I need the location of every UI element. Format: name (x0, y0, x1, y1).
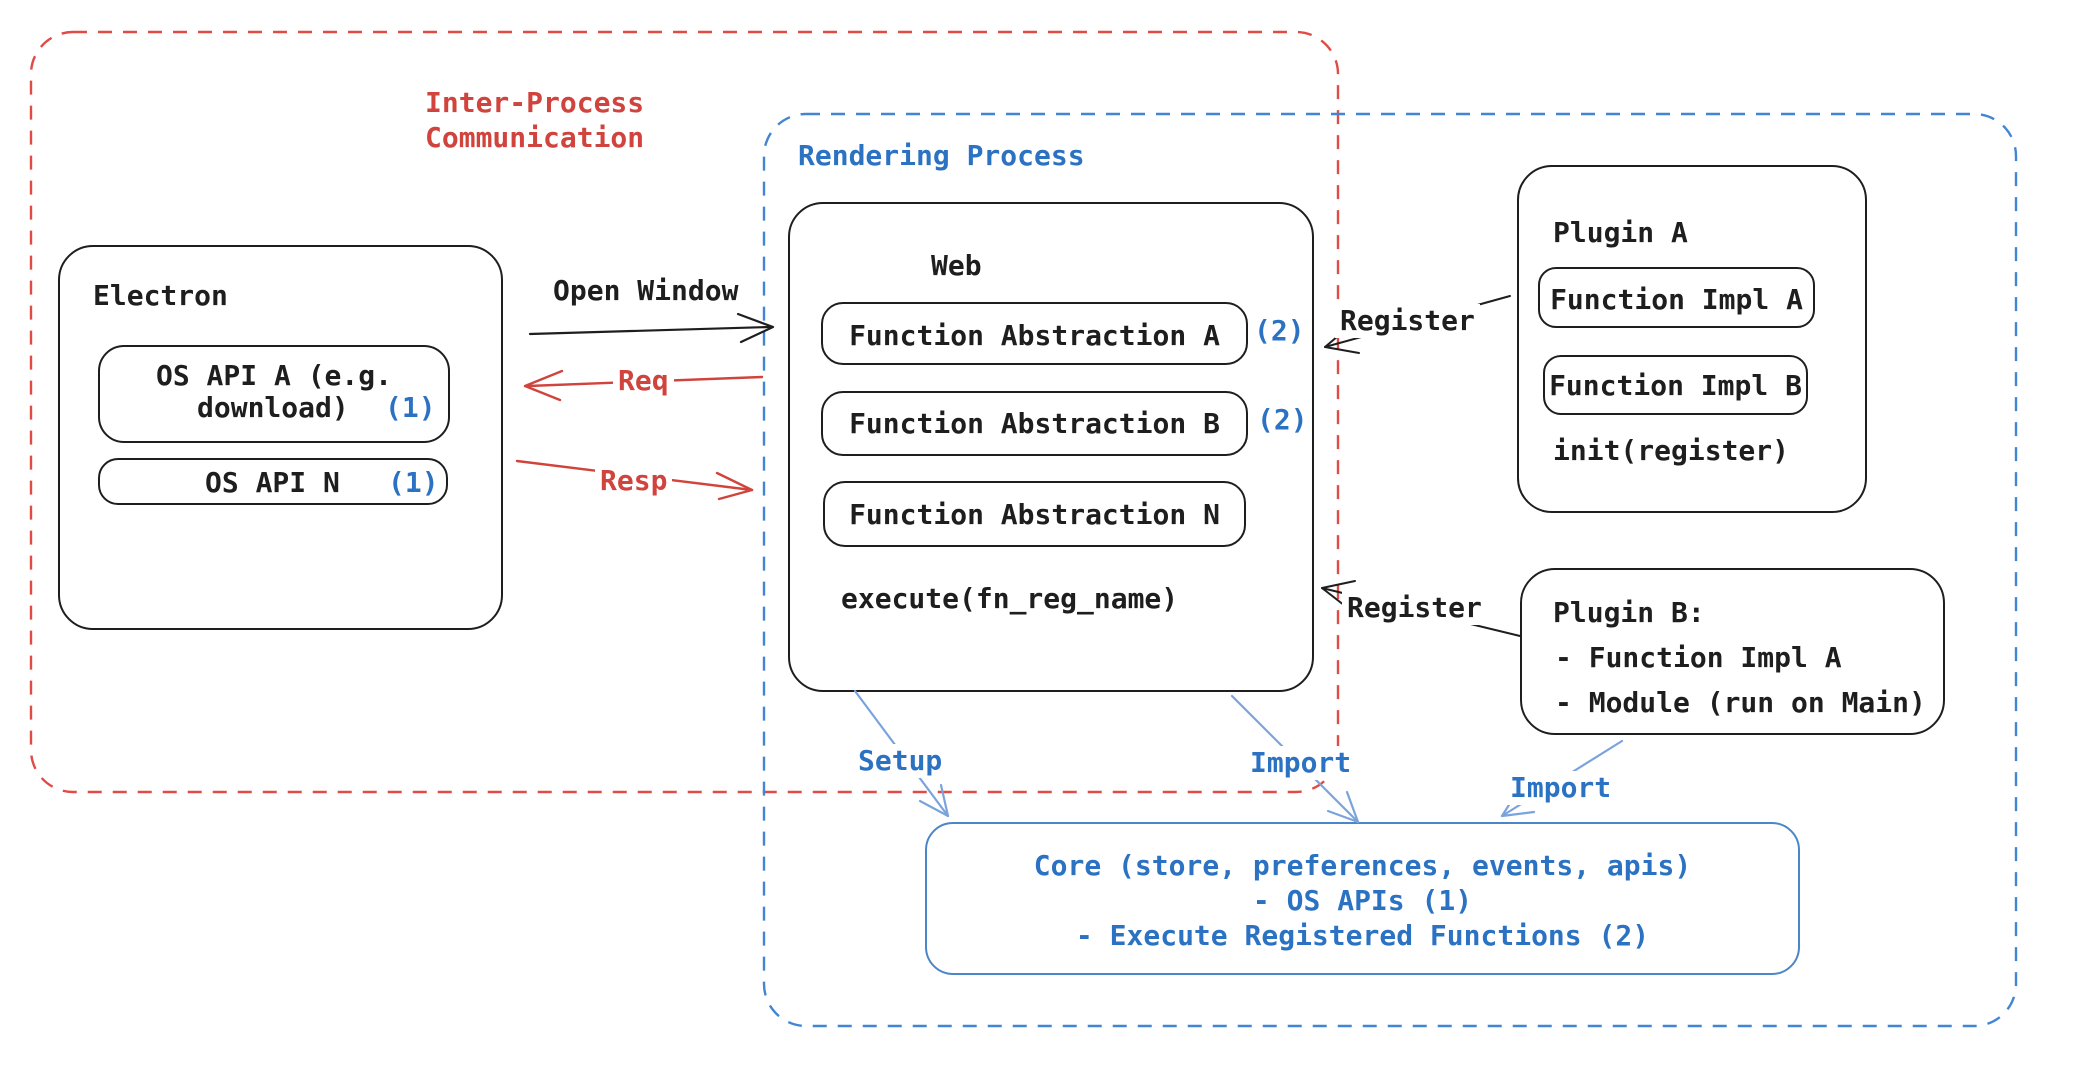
plugin-b-item-1: - Function Impl A (1555, 641, 1842, 674)
fn-abstraction-a-ref-badge: (2) (1254, 314, 1305, 347)
ipc-region-title-line2: Communication (425, 121, 645, 154)
core-line-1: Core (store, preferences, events, apis) (1033, 849, 1692, 882)
os-api-a-ref-badge: (1) (385, 391, 436, 424)
fn-abstraction-b-ref-badge: (2) (1257, 403, 1308, 436)
open-window-label: Open Window (553, 274, 739, 307)
os-api-a-label-line2: download) (197, 391, 349, 424)
core-line-2: - OS APIs (1) (1252, 884, 1473, 917)
os-api-a-label-line1: OS API A (e.g. (155, 359, 392, 392)
fn-abstraction-b-label: Function Abstraction B (849, 407, 1220, 440)
plugin-b-item-2: - Module (run on Main) (1555, 686, 1926, 719)
import-right-label: Import (1505, 771, 1617, 805)
import-mid-label: Import (1245, 746, 1357, 780)
fn-impl-a-label: Function Impl A (1550, 283, 1803, 316)
fn-abstraction-a-label: Function Abstraction A (849, 319, 1220, 352)
req-label: Req (613, 364, 674, 398)
core-box-text: Core (store, preferences, events, apis) … (925, 848, 1800, 953)
fn-impl-b-label: Function Impl B (1549, 369, 1802, 402)
register-bottom-label: Register (1342, 591, 1487, 625)
os-api-n-ref-badge: (1) (388, 466, 439, 499)
core-line-3: - Execute Registered Functions (2) (1075, 919, 1650, 952)
register-top-label: Register (1335, 304, 1480, 338)
electron-title: Electron (93, 279, 228, 312)
fn-abstraction-n-label: Function Abstraction N (849, 498, 1220, 531)
rendering-region-title: Rendering Process (798, 139, 1085, 172)
init-call-label: init(register) (1553, 434, 1790, 467)
os-api-n-label: OS API N (205, 466, 340, 499)
execute-call-label: execute(fn_reg_name) (841, 582, 1179, 615)
ipc-region-title-line1: Inter-Process (425, 86, 645, 119)
resp-label: Resp (595, 464, 673, 498)
web-title: Web (931, 249, 982, 282)
setup-label: Setup (853, 744, 948, 778)
plugin-a-title: Plugin A (1553, 216, 1688, 249)
open-window-arrow (528, 312, 775, 344)
plugin-b-title: Plugin B: (1553, 596, 1705, 629)
